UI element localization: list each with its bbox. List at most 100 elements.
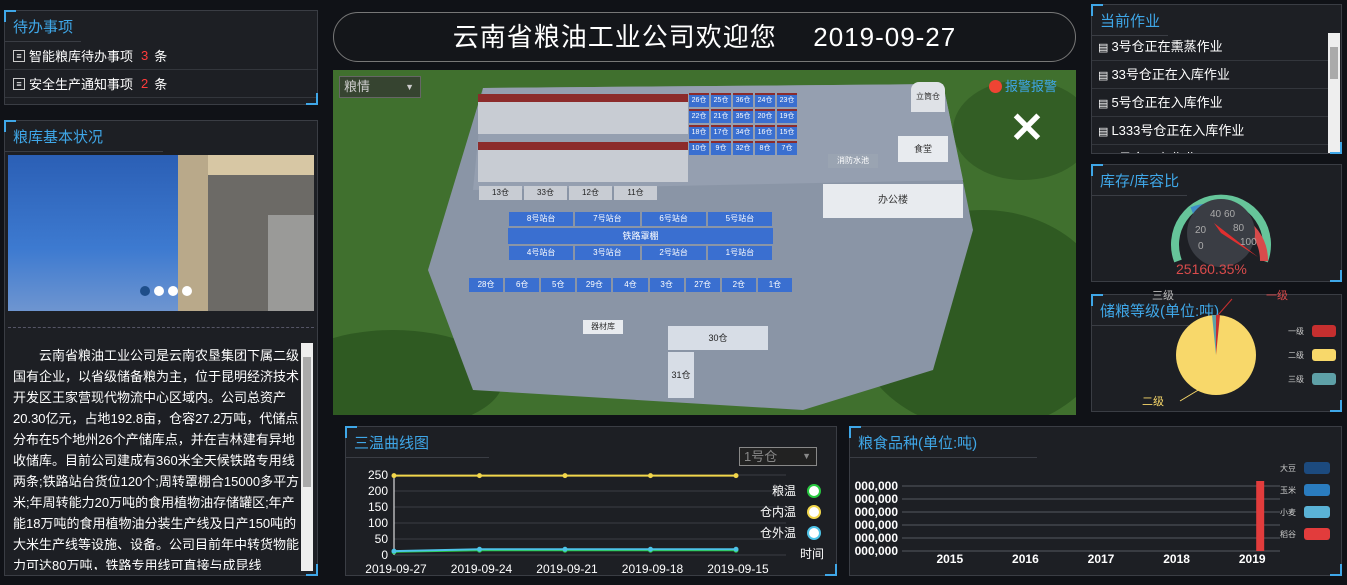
warehouse-cell[interactable]: 29仓 — [577, 278, 612, 292]
warehouse-cell[interactable]: 34仓 — [733, 125, 753, 139]
warehouse-cell[interactable]: 3号站台 — [575, 246, 640, 260]
data-point[interactable] — [648, 473, 653, 479]
carousel[interactable] — [8, 155, 314, 311]
legend-swatch — [1312, 325, 1336, 337]
map-dropdown[interactable]: 粮情▼ — [339, 76, 421, 98]
carousel-dot[interactable] — [154, 286, 164, 296]
warehouse-cell[interactable]: 4号站台 — [509, 246, 574, 260]
todo-item[interactable]: ≡ 智能粮库待办事项 3 条 — [5, 42, 317, 70]
warehouse-cell[interactable]: 5仓 — [541, 278, 576, 292]
legend-item[interactable]: 稻谷 — [1280, 523, 1340, 545]
warehouse-cell[interactable]: 23仓 — [777, 93, 797, 107]
rail-shed[interactable]: 铁路罩棚 — [508, 228, 773, 244]
legend-swatch — [1304, 462, 1330, 474]
bar[interactable] — [1256, 481, 1265, 551]
warehouse-cell[interactable]: 26仓 — [689, 93, 709, 107]
data-point[interactable] — [391, 548, 397, 554]
warehouse-cell[interactable]: 28仓 — [469, 278, 504, 292]
warehouse-cell[interactable]: 4仓 — [613, 278, 648, 292]
data-point[interactable] — [391, 473, 397, 479]
y-tick-label: 000,000 — [855, 544, 899, 558]
warehouse-cell[interactable]: 13仓 — [479, 186, 522, 200]
warehouse-block[interactable] — [478, 142, 588, 182]
intro-scrollbar[interactable] — [301, 343, 313, 571]
warehouse-cell[interactable]: 6仓 — [505, 278, 540, 292]
warehouse-cell[interactable]: 10仓 — [689, 141, 709, 155]
data-point[interactable] — [562, 546, 568, 552]
legend-item[interactable]: 大豆 — [1280, 457, 1340, 479]
warehouse-cell[interactable]: 25仓 — [711, 93, 731, 107]
warehouse-cell[interactable]: 17仓 — [711, 125, 731, 139]
warehouse-cell[interactable]: 33仓 — [524, 186, 567, 200]
legend-item[interactable]: 二级 — [1288, 343, 1340, 367]
warehouse-cell[interactable]: 18仓 — [689, 125, 709, 139]
job-item[interactable]: ▤ 3号仓正在作业 — [1092, 145, 1328, 153]
legend-item[interactable]: 三级 — [1288, 367, 1340, 391]
warehouse-cell[interactable]: 2号站台 — [641, 246, 706, 260]
legend-marker[interactable] — [807, 526, 821, 540]
job-item[interactable]: ▤ 33号仓正在入库作业 — [1092, 61, 1328, 89]
warehouse-cell[interactable]: 35仓 — [733, 109, 753, 123]
data-point[interactable] — [562, 473, 568, 479]
legend-marker[interactable] — [807, 505, 821, 519]
warehouse-cell[interactable]: 2仓 — [721, 278, 756, 292]
warehouse-cell[interactable]: 22仓 — [689, 109, 709, 123]
warehouse-block[interactable] — [578, 142, 688, 182]
warehouse-cell[interactable]: 5号站台 — [707, 212, 772, 226]
carousel-dot[interactable] — [140, 286, 150, 296]
warehouse-cell[interactable]: 21仓 — [711, 109, 731, 123]
job-item[interactable]: ▤ L333号仓正在入库作业 — [1092, 117, 1328, 145]
legend-marker[interactable] — [807, 484, 821, 498]
warehouse-cell[interactable]: 11仓 — [614, 186, 657, 200]
compass-icon[interactable]: ✕ — [1009, 104, 1045, 151]
warehouse-cell[interactable]: 20仓 — [755, 109, 775, 123]
silo-tower[interactable]: 立筒仓 — [911, 82, 945, 112]
warehouse-cell[interactable]: 12仓 — [569, 186, 612, 200]
data-point[interactable] — [733, 546, 739, 552]
warehouse-cell[interactable]: 16仓 — [755, 125, 775, 139]
warehouse-block[interactable] — [578, 94, 688, 134]
gauge-tick: 20 — [1195, 225, 1207, 236]
warehouse-cell[interactable]: 8仓 — [755, 141, 775, 155]
warehouse-cell[interactable]: 19仓 — [777, 109, 797, 123]
warehouse-select[interactable]: 1号仓▼ — [739, 447, 817, 466]
data-point[interactable] — [648, 546, 653, 552]
warehouse-cell[interactable]: 7仓 — [777, 141, 797, 155]
warehouse-cell[interactable]: 8号站台 — [509, 212, 574, 226]
alarm-button[interactable]: 报警报警 — [989, 76, 1057, 95]
job-item[interactable]: ▤ 5号仓正在入库作业 — [1092, 89, 1328, 117]
jobs-scrollbar[interactable] — [1328, 33, 1340, 153]
warehouse-cell[interactable]: 7号站台 — [575, 212, 640, 226]
todo-label: 安全生产通知事项 — [29, 77, 134, 92]
warehouse-cell[interactable]: 32仓 — [733, 141, 753, 155]
data-point[interactable] — [477, 473, 482, 479]
equipment-storage[interactable]: 器材库 — [583, 320, 623, 334]
warehouse-cell[interactable]: 1号站台 — [707, 246, 772, 260]
office-building[interactable]: 办公楼 — [823, 184, 963, 218]
todo-item[interactable]: ≡ 安全生产通知事项 2 条 — [5, 70, 317, 98]
warehouse-cell[interactable]: 6号站台 — [641, 212, 706, 226]
legend-item[interactable]: 小麦 — [1280, 501, 1340, 523]
warehouse-cell[interactable]: 15仓 — [777, 125, 797, 139]
warehouse-cell[interactable]: 24仓 — [755, 93, 775, 107]
x-tick-label: 2019-09-18 — [622, 562, 684, 576]
carousel-dot[interactable] — [168, 286, 178, 296]
warehouse-cell[interactable]: 27仓 — [685, 278, 720, 292]
data-point[interactable] — [733, 473, 739, 479]
warehouse-30[interactable]: 30仓 — [668, 326, 768, 350]
legend-item[interactable]: 一级 — [1288, 319, 1340, 343]
warehouse-cell[interactable]: 9仓 — [711, 141, 731, 155]
warehouse-cell[interactable]: 36仓 — [733, 93, 753, 107]
legend-item[interactable]: 玉米 — [1280, 479, 1340, 501]
warehouse-cell[interactable]: 1仓 — [757, 278, 792, 292]
warehouse-block[interactable] — [478, 94, 588, 134]
warehouse-31[interactable]: 31仓 — [668, 352, 694, 398]
carousel-dot[interactable] — [182, 286, 192, 296]
data-point[interactable] — [477, 546, 482, 552]
job-item[interactable]: ▤ 3号仓正在熏蒸作业 — [1092, 33, 1328, 61]
canteen[interactable]: 食堂 — [898, 136, 948, 162]
clipboard-icon: ▤ — [1098, 126, 1112, 138]
warehouse-cell[interactable]: 3仓 — [649, 278, 684, 292]
fire-pool[interactable]: 消防水池 — [828, 154, 878, 168]
